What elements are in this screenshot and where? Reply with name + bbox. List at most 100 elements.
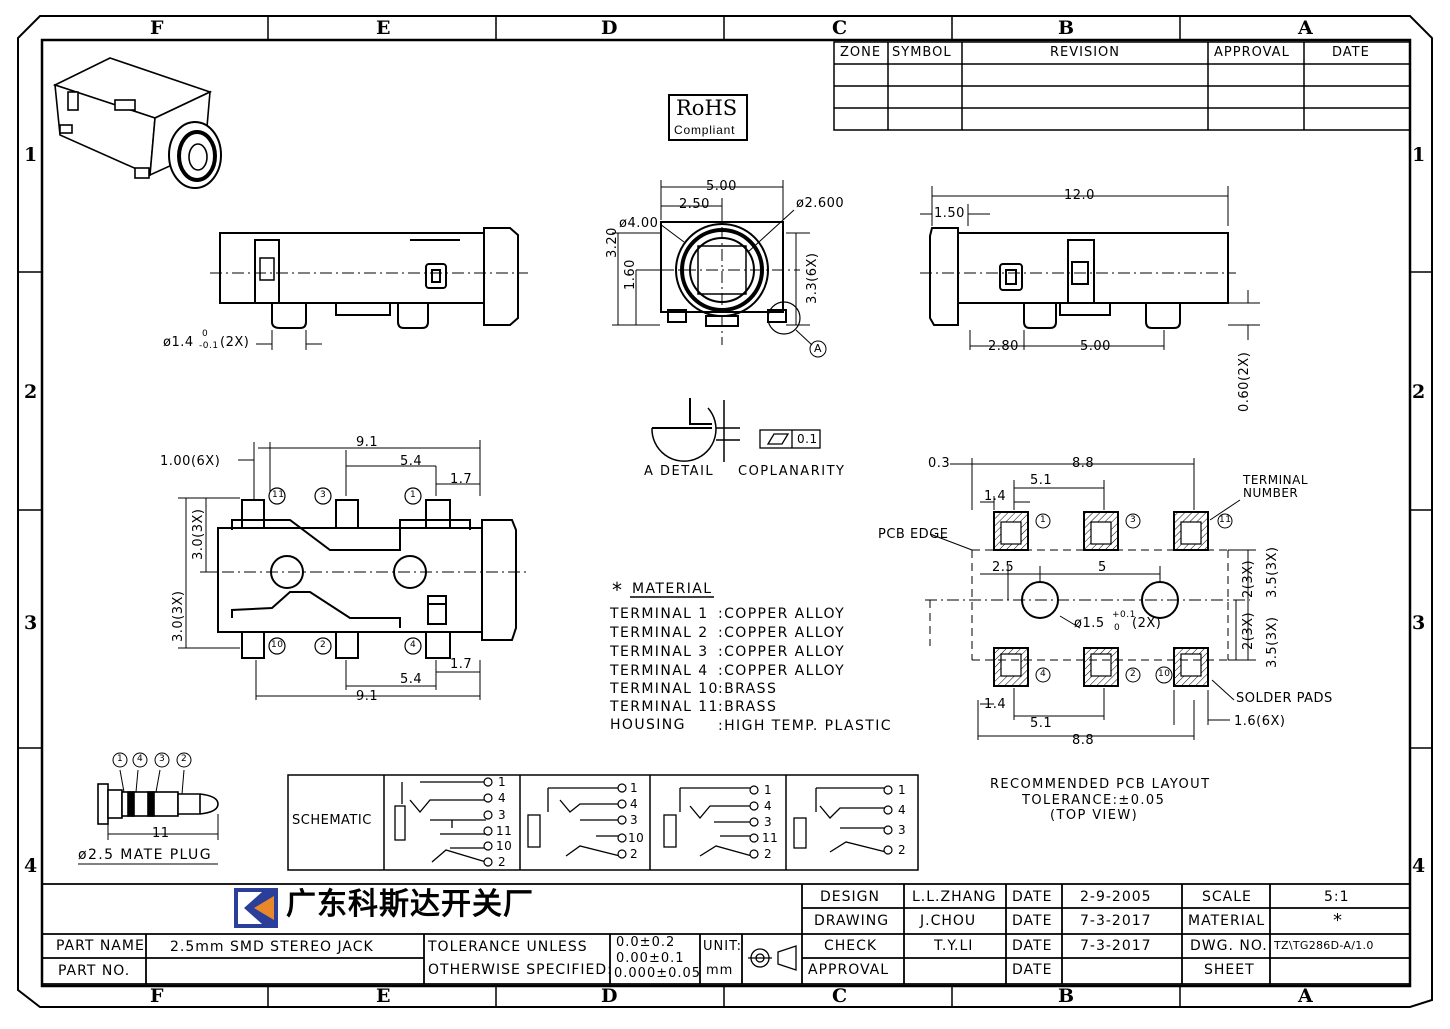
dim-dia-2-600: ø2.600 bbox=[796, 196, 845, 211]
rev-header-symbol: SYMBOL bbox=[892, 45, 952, 60]
terminal-number-label-2: NUMBER bbox=[1243, 486, 1299, 500]
projection-symbol bbox=[748, 945, 797, 971]
sch4-pin-1: 1 bbox=[898, 783, 907, 797]
pin-label-3: 3 bbox=[320, 490, 327, 500]
dim-dia-1-4-tol-top: 0 bbox=[202, 329, 209, 339]
pcb-hole-dia: ø1.5 bbox=[1074, 616, 1105, 631]
dwg-no-label: DWG. NO. bbox=[1190, 938, 1268, 954]
zone-col-c: C bbox=[832, 17, 848, 39]
sch4-pin-4: 4 bbox=[898, 803, 907, 817]
zone-col-a: A bbox=[1298, 17, 1313, 39]
rev-header-zone: ZONE bbox=[840, 45, 882, 60]
pcb-hole-qty: (2X) bbox=[1132, 616, 1162, 631]
drawing-label: DRAWING bbox=[814, 913, 890, 929]
zone-row-2-right: 2 bbox=[1412, 381, 1426, 403]
inner-frame bbox=[40, 38, 1412, 988]
material-value-t2: :COPPER ALLOY bbox=[718, 625, 846, 641]
mate-plug bbox=[97, 783, 219, 825]
material-value-t11: :BRASS bbox=[718, 699, 778, 715]
scale-label: SCALE bbox=[1202, 889, 1252, 905]
dim-1-50: 1.50 bbox=[934, 206, 965, 221]
terminal-number-label-1: TERMINAL bbox=[1243, 473, 1309, 487]
pcb-layout bbox=[993, 511, 1209, 687]
material-value-t3: :COPPER ALLOY bbox=[718, 644, 846, 660]
rohs-box bbox=[668, 94, 748, 141]
pin-label-4: 4 bbox=[410, 640, 417, 650]
side-view-left bbox=[219, 227, 519, 329]
zone-row-4-right: 4 bbox=[1412, 855, 1426, 877]
check-date: 7-3-2017 bbox=[1080, 938, 1152, 954]
part-no-label: PART NO. bbox=[58, 963, 131, 979]
material-label-t4: TERMINAL 4 bbox=[610, 663, 709, 679]
revision-table bbox=[833, 41, 1411, 131]
drawing-date: 7-3-2017 bbox=[1080, 913, 1152, 929]
dim-dia-1-4-qty: (2X) bbox=[220, 335, 250, 350]
pcb-dim-2-a: 2(3X) bbox=[1241, 559, 1256, 598]
sch1-pin-10: 10 bbox=[496, 839, 513, 853]
dim-3-3-6x: 3.3(6X) bbox=[805, 252, 820, 305]
material-label-t2: TERMINAL 2 bbox=[610, 625, 709, 641]
dim-12-0: 12.0 bbox=[1064, 188, 1095, 203]
rohs-title: RoHS bbox=[676, 96, 738, 120]
tolerance-label-2: OTHERWISE SPECIFIED: bbox=[428, 962, 613, 978]
dim-9-1-top: 9.1 bbox=[356, 435, 379, 450]
zone-col-e: E bbox=[376, 17, 391, 39]
iso-view bbox=[52, 57, 222, 189]
rev-header-revision: REVISION bbox=[1050, 45, 1121, 60]
company-name: 广东科斯达开关厂 bbox=[286, 887, 534, 922]
sch3-pin-11: 11 bbox=[762, 831, 779, 845]
sch1-pin-4: 4 bbox=[498, 791, 507, 805]
dim-5-00-right: 5.00 bbox=[1080, 339, 1111, 354]
material-label-housing: HOUSING bbox=[610, 717, 686, 733]
pin-label-11: 11 bbox=[272, 490, 285, 500]
material-label-t1: TERMINAL 1 bbox=[610, 606, 709, 622]
pcb-hole-tol-bot: 0 bbox=[1114, 623, 1121, 633]
dim-1-7-bottom: 1.7 bbox=[450, 657, 473, 672]
zone-col-b-bottom: B bbox=[1058, 985, 1075, 1007]
bottom-view bbox=[217, 499, 517, 659]
coplanarity-box bbox=[759, 429, 821, 449]
material-label-t3: TERMINAL 3 bbox=[610, 644, 709, 660]
pcb-dim-2-b: 2(3X) bbox=[1241, 611, 1256, 650]
dim-dia-1-4: ø1.4 bbox=[163, 335, 194, 350]
pcb-pad-label-11: 11 bbox=[1219, 515, 1232, 525]
dim-1-60: 1.60 bbox=[623, 259, 638, 290]
sch3-pin-3: 3 bbox=[764, 815, 773, 829]
material-tb-label: MATERIAL bbox=[1188, 913, 1266, 929]
approval-label: APPROVAL bbox=[808, 962, 890, 978]
pcb-dim-8-8-bottom: 8.8 bbox=[1072, 733, 1095, 748]
sch2-pin-2: 2 bbox=[630, 847, 639, 861]
side-view-right bbox=[929, 227, 1229, 329]
rohs-subtitle: Compliant bbox=[674, 123, 736, 137]
pcb-hole-tol-top: +0.1 bbox=[1112, 610, 1136, 620]
plug-contact-2: 2 bbox=[181, 754, 188, 764]
outer-frame bbox=[17, 15, 1433, 1008]
a-detail-label: A DETAIL bbox=[644, 464, 715, 479]
plug-contact-1: 1 bbox=[117, 754, 124, 764]
dim-dia-4-00: ø4.00 bbox=[619, 216, 659, 231]
sch2-pin-10: 10 bbox=[628, 831, 645, 845]
pcb-tolerance: TOLERANCE:±0.05 bbox=[1022, 793, 1166, 808]
tolerance-2: 0.00±0.1 bbox=[616, 951, 685, 966]
drawing-value: J.CHOU bbox=[920, 913, 977, 929]
tolerance-3: 0.000±0.05 bbox=[614, 966, 702, 981]
sch4-pin-3: 3 bbox=[898, 823, 907, 837]
part-name-value: 2.5mm SMD STEREO JACK bbox=[170, 939, 374, 955]
zone-row-1: 1 bbox=[24, 144, 38, 166]
dim-2-50: 2.50 bbox=[679, 197, 710, 212]
dim-3-20: 3.20 bbox=[605, 227, 620, 258]
rev-header-date: DATE bbox=[1332, 45, 1370, 60]
a-detail bbox=[651, 398, 740, 462]
sheet-label: SHEET bbox=[1204, 962, 1255, 978]
pcb-title: RECOMMENDED PCB LAYOUT bbox=[990, 777, 1211, 792]
material-title: MATERIAL bbox=[632, 581, 713, 597]
pcb-dim-2-5: 2.5 bbox=[992, 560, 1015, 575]
date-label-2: DATE bbox=[1012, 913, 1053, 929]
pcb-edge-label: PCB EDGE bbox=[878, 527, 949, 542]
dim-9-1-bottom: 9.1 bbox=[356, 689, 379, 704]
material-value-t4: :COPPER ALLOY bbox=[718, 663, 846, 679]
sch3-pin-2: 2 bbox=[764, 847, 773, 861]
pcb-dim-5: 5 bbox=[1098, 560, 1107, 575]
plug-contact-4: 4 bbox=[137, 754, 144, 764]
